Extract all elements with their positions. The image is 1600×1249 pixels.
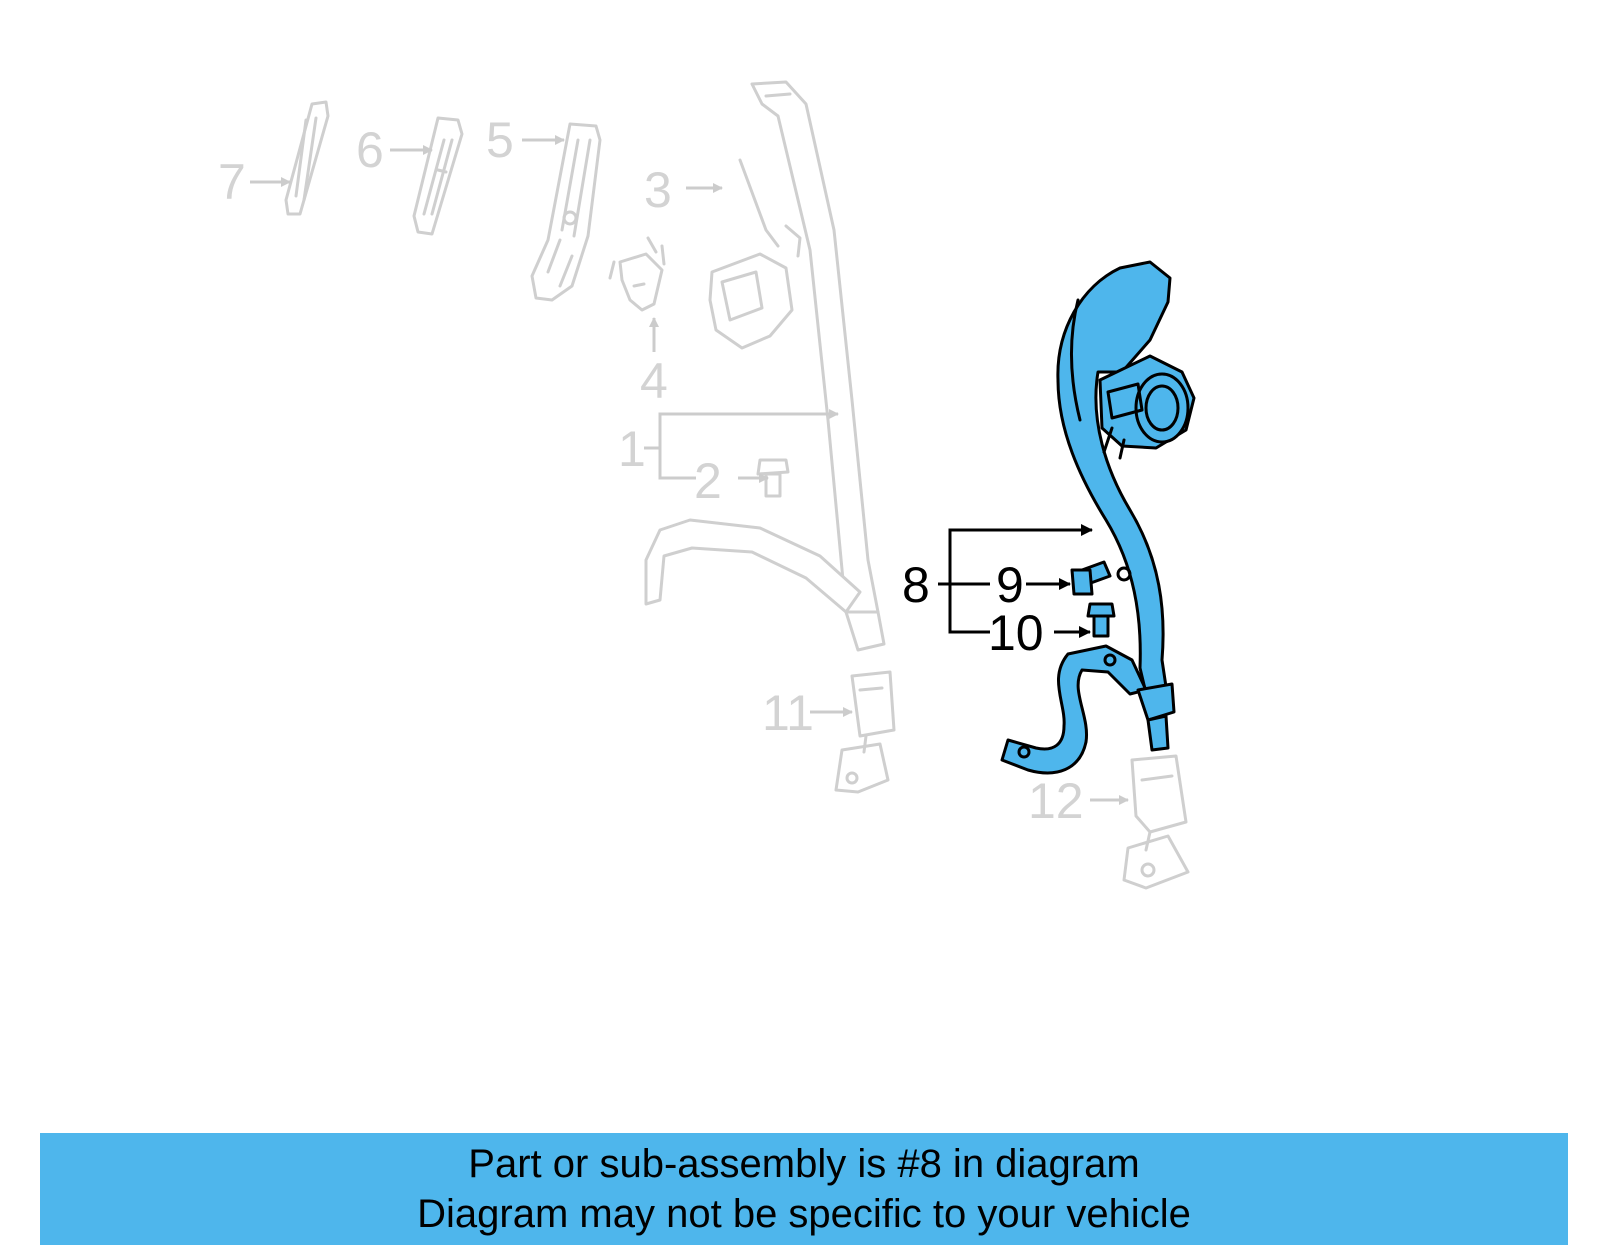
callout-6: 6	[356, 122, 384, 178]
callout-2: 2	[694, 453, 722, 509]
callout-8: 8	[902, 557, 930, 613]
part-11-buckle	[834, 670, 896, 794]
banner-line-2: Diagram may not be specific to your vehi…	[417, 1192, 1191, 1236]
part-12-buckle	[1122, 754, 1190, 890]
callout-3: 3	[644, 162, 672, 218]
callout-4: 4	[640, 353, 668, 409]
callout-10: 10	[988, 605, 1044, 661]
part-10-bolt	[1086, 602, 1116, 638]
banner-line-1: Part or sub-assembly is #8 in diagram	[468, 1142, 1140, 1186]
part-7-trim	[284, 100, 330, 216]
part-4-anchor-bracket	[608, 236, 666, 312]
part-2-bolt	[756, 458, 790, 498]
part-5-pillar-trim	[530, 122, 602, 302]
callout-5: 5	[486, 112, 514, 168]
callout-7: 7	[218, 154, 246, 210]
callout-1: 1	[618, 421, 646, 477]
callout-12: 12	[1028, 773, 1084, 829]
part-1-front-belt	[644, 80, 886, 652]
part-8-seat-belt-assembly	[1000, 260, 1196, 775]
callout-9: 9	[996, 557, 1024, 613]
part-9-bolt	[1070, 560, 1112, 596]
callout-11: 11	[762, 685, 814, 741]
info-banner: Part or sub-assembly is #8 in diagram Di…	[40, 1133, 1568, 1245]
part-6-bracket	[412, 116, 464, 236]
